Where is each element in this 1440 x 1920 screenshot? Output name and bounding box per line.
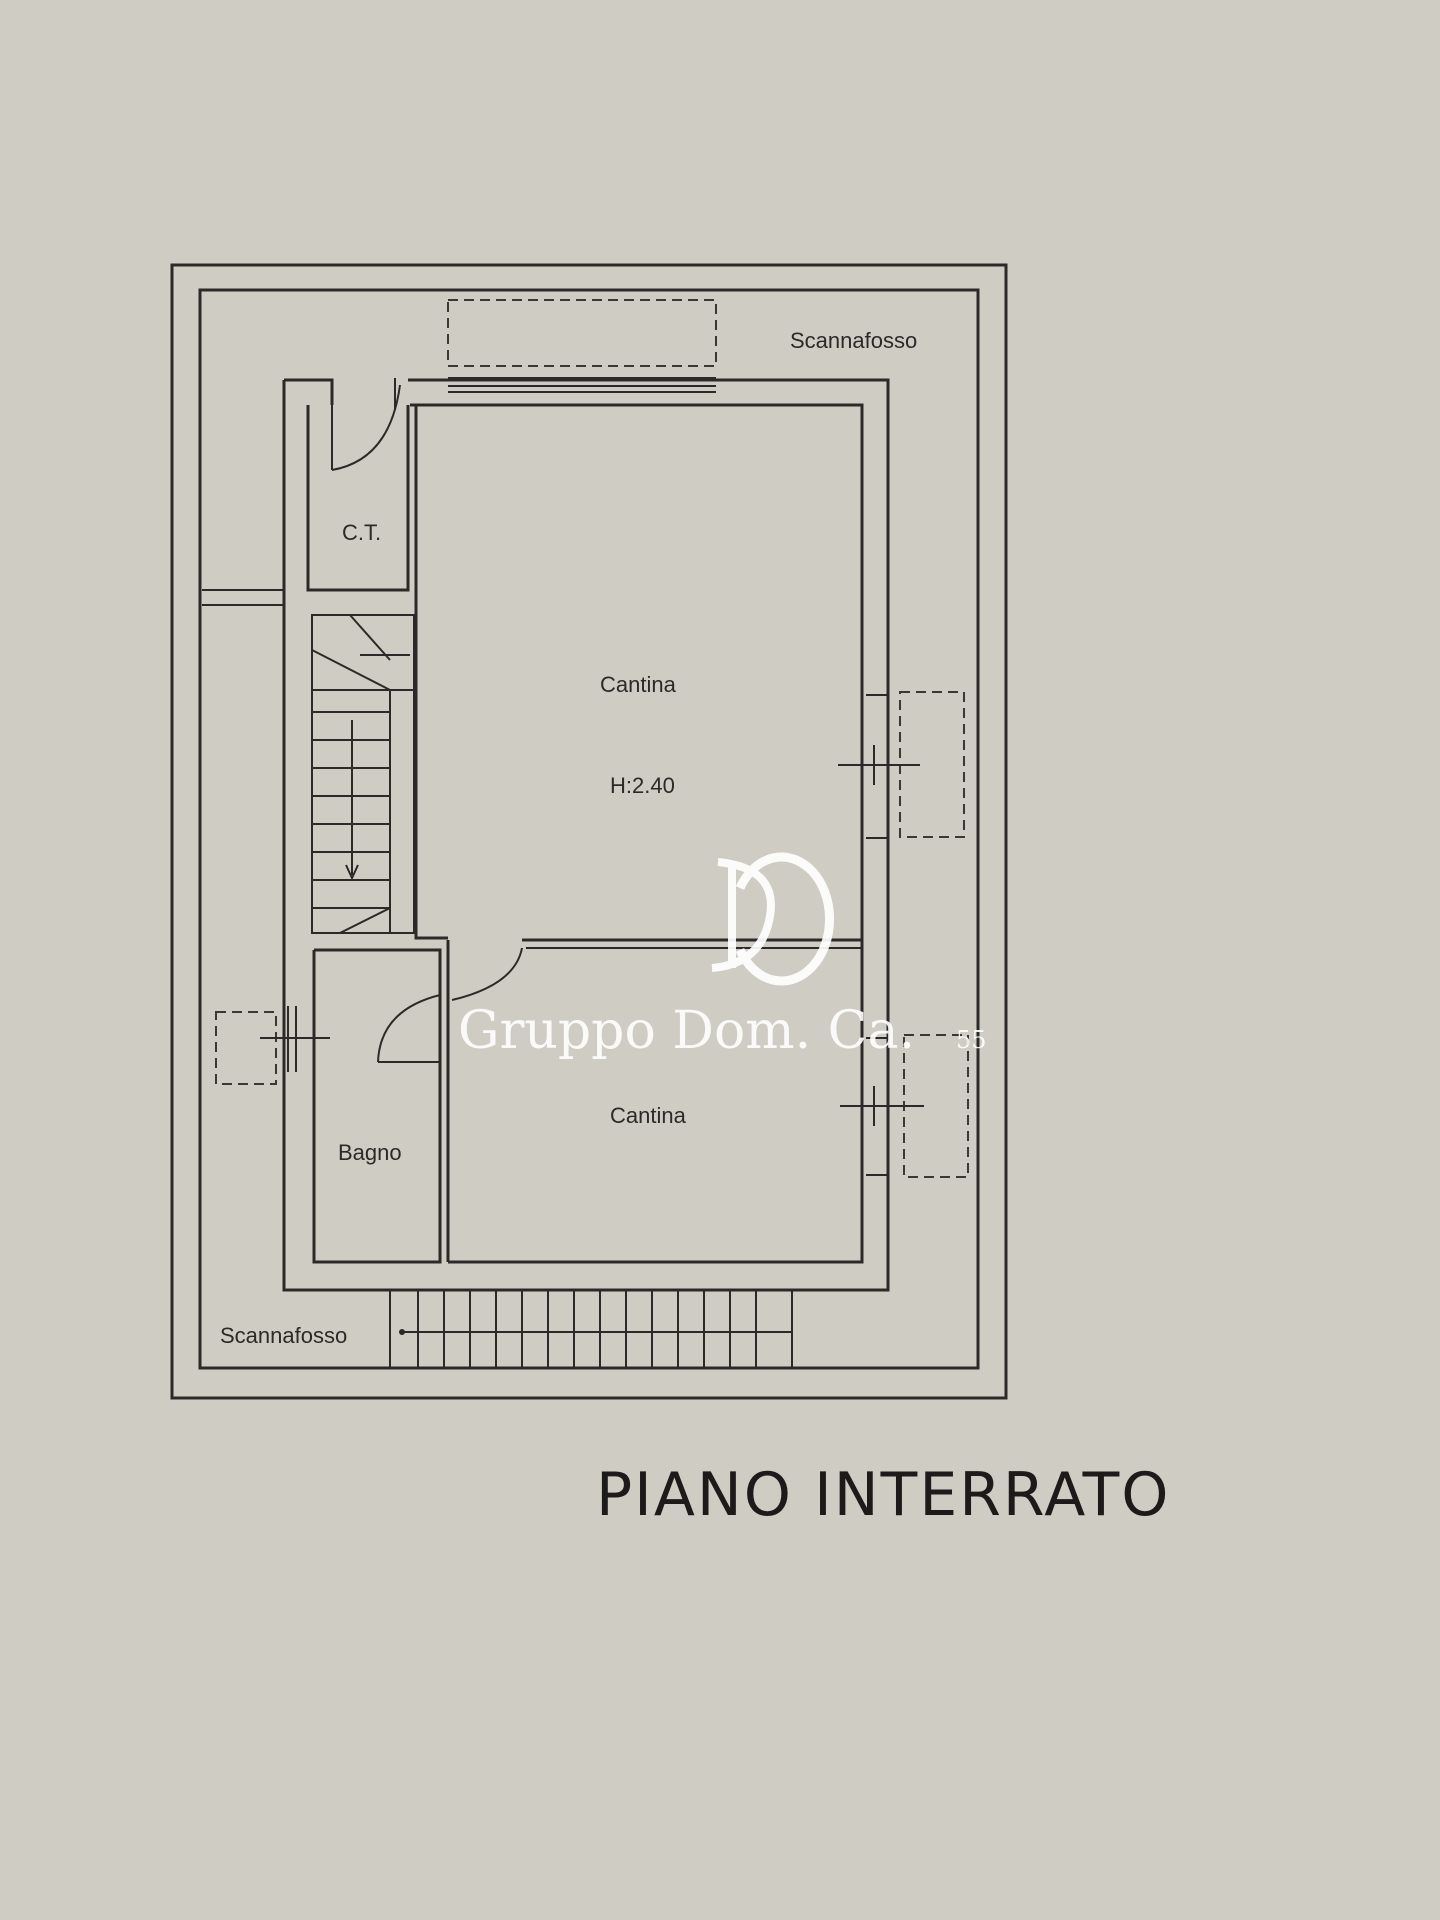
building-walls xyxy=(202,378,890,1292)
right-lower-window xyxy=(840,1037,924,1176)
watermark-text: Gruppo Dom. Ca. xyxy=(458,1001,915,1061)
top-light-well xyxy=(447,299,717,367)
label-scannafosso-bottom: Scannafosso xyxy=(220,1323,347,1348)
watermark-logo xyxy=(711,852,835,986)
page-title: PIANO INTERRATO xyxy=(596,1460,1170,1530)
label-height: H:2.40 xyxy=(610,773,675,798)
left-light-well xyxy=(215,1011,277,1085)
right-upper-window xyxy=(838,694,920,839)
label-ct: C.T. xyxy=(342,520,381,545)
outer-boundary xyxy=(170,263,1008,1400)
bottom-grille xyxy=(389,1289,793,1369)
label-cantina-lower: Cantina xyxy=(610,1103,687,1128)
label-scannafosso-top: Scannafosso xyxy=(790,328,917,353)
label-cantina-upper: Cantina xyxy=(600,672,677,697)
left-window xyxy=(260,1006,330,1072)
top-window xyxy=(448,377,716,393)
staircase xyxy=(311,614,415,934)
label-bagno: Bagno xyxy=(338,1140,402,1165)
bagno-door xyxy=(377,947,523,1063)
watermark-suffix: 55 xyxy=(956,1026,987,1054)
ct-door xyxy=(331,378,401,471)
